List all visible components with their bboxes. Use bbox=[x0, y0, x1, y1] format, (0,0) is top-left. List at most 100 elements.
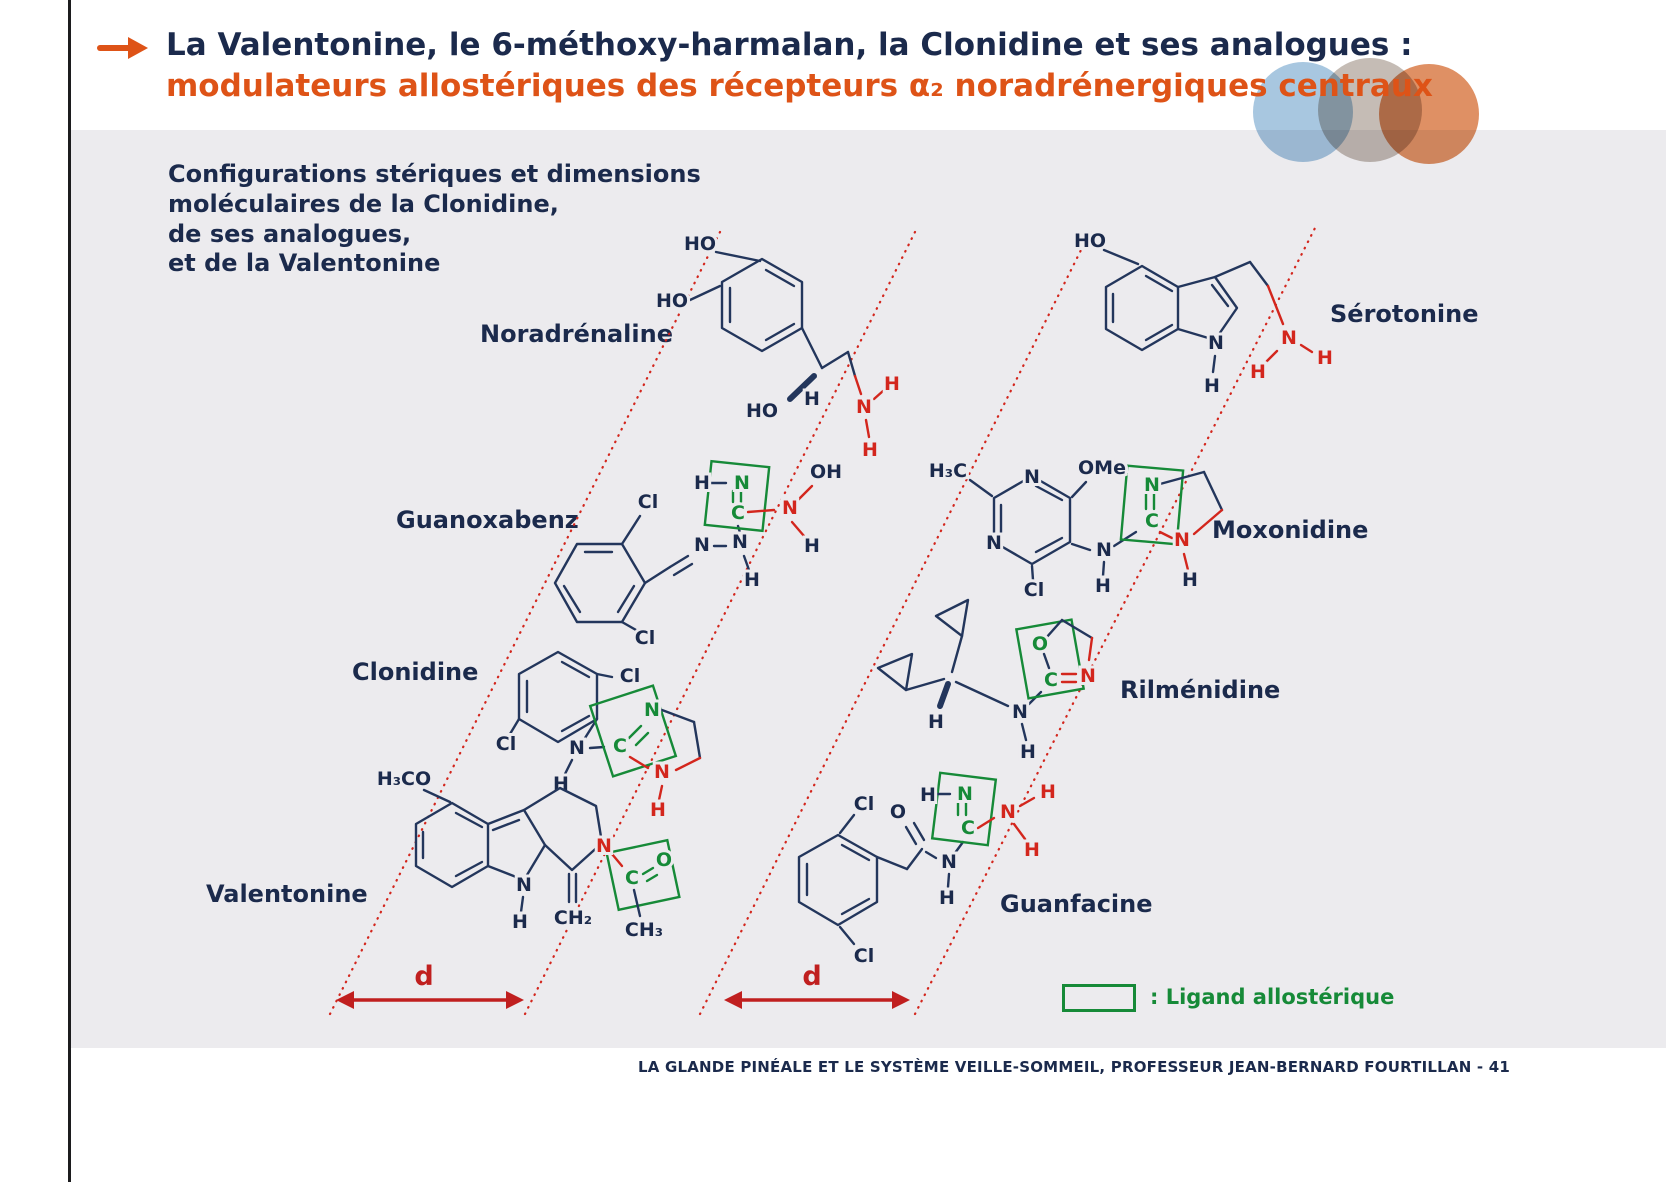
atom-label: H bbox=[939, 887, 955, 909]
atom-label: H bbox=[920, 784, 936, 806]
allosteric-box bbox=[930, 771, 998, 847]
serotonine-structure: HO N H N H H bbox=[1071, 227, 1336, 400]
atom-label: C bbox=[1044, 669, 1058, 691]
footer-text: LA GLANDE PINÉALE ET LE SYSTÈME VEILLE-S… bbox=[637, 1058, 1489, 1076]
noradrenaline-structure: HO HO HO H N H H bbox=[653, 230, 903, 464]
atom-label: C bbox=[731, 502, 745, 524]
page-title-line2: modulateurs allostériques des récepteurs… bbox=[166, 68, 1433, 104]
molecule-name-moxonidine: Moxonidine bbox=[1212, 516, 1369, 544]
valentonine-structure: H₃CO N H N C O CH₂ CH₃ bbox=[374, 765, 681, 944]
atom-label: N bbox=[1281, 327, 1297, 349]
atom-label: H₃C bbox=[929, 460, 967, 482]
distance-arrow-right: d bbox=[724, 961, 910, 1009]
atom-label: C bbox=[961, 817, 975, 839]
atom-label: C bbox=[1145, 510, 1159, 532]
legend-allosteric-box bbox=[1062, 984, 1136, 1012]
atom-label: N bbox=[1000, 801, 1016, 823]
atom-label: H bbox=[862, 439, 878, 461]
atom-label: H bbox=[804, 535, 820, 557]
atom-label: HO bbox=[684, 233, 716, 255]
legend-label: : Ligand allostérique bbox=[1150, 985, 1395, 1009]
clonidine-structure: Cl Cl N H C N N H bbox=[493, 650, 702, 824]
atom-label: OMe bbox=[1078, 457, 1126, 479]
atom-label: N bbox=[516, 874, 532, 896]
atom-label: H bbox=[512, 911, 528, 933]
atom-label: N bbox=[856, 396, 872, 418]
moxonidine-structure: H₃C N OMe N Cl N H N C N H bbox=[926, 454, 1224, 604]
molecule-name-guanfacine: Guanfacine bbox=[1000, 890, 1153, 918]
atom-label: C bbox=[613, 735, 627, 757]
atom-label: Cl bbox=[638, 491, 658, 513]
atom-label: Cl bbox=[854, 793, 874, 815]
atom-label: H bbox=[1182, 569, 1198, 591]
atom-label: N bbox=[1096, 539, 1112, 561]
molecule-name-noradrenaline: Noradrénaline bbox=[480, 320, 673, 348]
atom-label: N bbox=[986, 532, 1002, 554]
atom-label: O bbox=[1032, 633, 1048, 655]
caption-line: de ses analogues, bbox=[168, 219, 412, 248]
atom-label: N bbox=[569, 737, 585, 759]
left-border-line bbox=[68, 0, 71, 1182]
atom-label: N bbox=[782, 497, 798, 519]
plane-dotted-line-1 bbox=[328, 230, 722, 1016]
allosteric-box bbox=[605, 838, 681, 912]
atom-label: N bbox=[1080, 665, 1096, 687]
molecule-name-valentonine: Valentonine bbox=[206, 880, 368, 908]
atom-label: H bbox=[804, 388, 820, 410]
distance-label: d bbox=[414, 961, 433, 992]
atom-label: Cl bbox=[496, 733, 516, 755]
atom-label: N bbox=[1144, 474, 1160, 496]
molecule-name-rilmenidine: Rilménidine bbox=[1120, 676, 1281, 704]
figure-caption: Configurations stériques et dimensions m… bbox=[168, 160, 701, 279]
atom-label: N bbox=[1024, 466, 1040, 488]
atom-label: Cl bbox=[854, 945, 874, 967]
distance-arrow-left: d bbox=[336, 961, 524, 1009]
atom-label: H₃CO bbox=[377, 768, 431, 790]
caption-line: moléculaires de la Clonidine, bbox=[168, 189, 559, 218]
atom-label: N bbox=[732, 531, 748, 553]
atom-label: Cl bbox=[1024, 579, 1044, 601]
atom-label: N bbox=[1174, 529, 1190, 551]
molecule-name-guanoxabenz: Guanoxabenz bbox=[396, 506, 579, 534]
allosteric-box bbox=[703, 459, 771, 533]
atom-label: H bbox=[744, 569, 760, 591]
atom-label: H bbox=[928, 711, 944, 733]
atom-label: H bbox=[1204, 375, 1220, 397]
atom-label: N bbox=[1208, 332, 1224, 354]
atom-label: N bbox=[596, 835, 612, 857]
allosteric-box bbox=[1014, 618, 1086, 700]
atom-label: H bbox=[694, 472, 710, 494]
atom-label: HO bbox=[746, 400, 778, 422]
atom-label: H bbox=[1020, 741, 1036, 763]
atom-label: H bbox=[1250, 361, 1266, 383]
page-title-line1: La Valentonine, le 6-méthoxy-harmalan, l… bbox=[166, 27, 1413, 63]
allosteric-box bbox=[1119, 464, 1185, 546]
atom-label: O bbox=[656, 849, 672, 871]
atom-label: H bbox=[1040, 781, 1056, 803]
atom-label: OH bbox=[810, 461, 842, 483]
atom-label: Cl bbox=[635, 627, 655, 649]
footer: LA GLANDE PINÉALE ET LE SYSTÈME VEILLE-S… bbox=[638, 1058, 1510, 1076]
page-number: 41 bbox=[1488, 1058, 1510, 1076]
distance-label: d bbox=[802, 961, 821, 992]
guanoxabenz-structure: Cl Cl N N H H N C N OH H bbox=[553, 458, 845, 652]
atom-label: N bbox=[957, 783, 973, 805]
atom-label: N bbox=[654, 761, 670, 783]
atom-label: N bbox=[1012, 701, 1028, 723]
caption-line: Configurations stériques et dimensions bbox=[168, 160, 701, 188]
atom-label: H bbox=[1317, 347, 1333, 369]
atom-label: N bbox=[941, 851, 957, 873]
atom-label: O bbox=[890, 801, 906, 823]
decoration-circle-orange bbox=[1379, 64, 1479, 164]
atom-label: CH₂ bbox=[554, 907, 592, 929]
title-arrow-icon bbox=[97, 37, 148, 59]
atom-label: H bbox=[1024, 839, 1040, 861]
caption-line: et de la Valentonine bbox=[168, 249, 441, 278]
atom-label: H bbox=[884, 373, 900, 395]
guanfacine-structure: Cl Cl O N H H N C N H H bbox=[797, 771, 1059, 970]
molecule-name-serotonine: Sérotonine bbox=[1330, 300, 1479, 328]
atom-label: N bbox=[644, 699, 660, 721]
atom-label: HO bbox=[1074, 230, 1106, 252]
molecule-name-clonidine: Clonidine bbox=[352, 658, 479, 686]
